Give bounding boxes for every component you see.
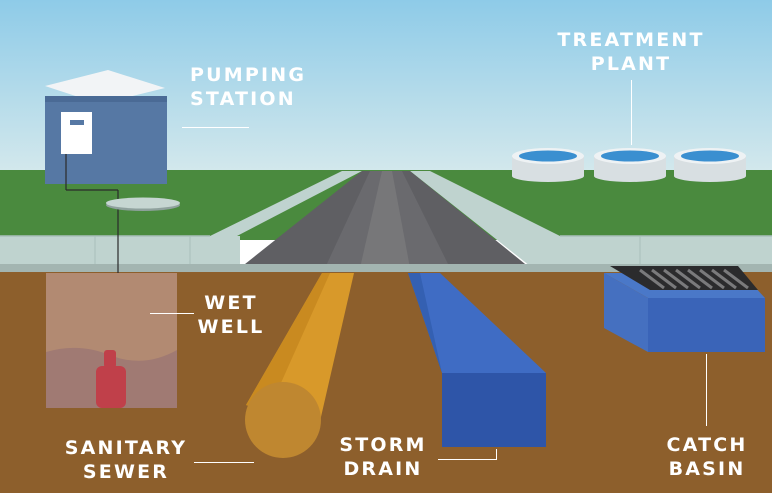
pumping-station-building <box>45 70 167 385</box>
treatment-plant-label-line1: TREATMENT <box>557 29 705 51</box>
control-panel <box>61 112 92 154</box>
catch-basin <box>604 266 765 352</box>
pumping-station-label-line1: PUMPING <box>190 64 307 86</box>
wet-well-label: WET WELL <box>192 291 270 339</box>
catch-basin-leader <box>706 354 707 426</box>
road <box>240 171 530 268</box>
storm-drain-label: STORM DRAIN <box>334 433 432 481</box>
pumping-station-label: PUMPING STATION <box>190 63 306 111</box>
treatment-plant-label-line2: PLANT <box>590 53 672 75</box>
wet-well-leader <box>150 313 194 314</box>
catch-basin-label: CATCH BASIN <box>660 433 754 481</box>
wet-well-label-line1: WET <box>204 292 258 314</box>
sidewalk <box>0 171 772 266</box>
treatment-plant-label: TREATMENT PLANT <box>556 28 706 76</box>
wet-well-label-line2: WELL <box>197 316 265 338</box>
pumping-station-label-line2: STATION <box>190 88 296 110</box>
sanitary-sewer-leader <box>194 462 254 463</box>
sanitary-sewer-label: SANITARY SEWER <box>62 436 190 484</box>
storm-drain-leader-tick <box>496 449 497 460</box>
wet-well <box>46 273 177 408</box>
manhole-cover <box>106 197 180 211</box>
treatment-plant-leader <box>631 80 632 145</box>
catch-basin-label-line2: BASIN <box>668 458 746 480</box>
storm-drain-leader <box>438 459 496 460</box>
pump <box>96 366 126 408</box>
sanitary-sewer-label-line1: SANITARY <box>64 437 188 459</box>
storm-drain-label-line2: DRAIN <box>343 458 423 480</box>
storm-drain-pipe <box>408 273 546 447</box>
pumping-station-leader <box>182 127 249 128</box>
treatment-plant-tanks <box>512 148 746 182</box>
sanitary-sewer-pipe <box>245 273 354 458</box>
sanitary-sewer-label-line2: SEWER <box>82 461 170 483</box>
ground-surface <box>0 264 772 273</box>
storm-drain-label-line1: STORM <box>339 434 427 456</box>
catch-basin-label-line1: CATCH <box>666 434 748 456</box>
